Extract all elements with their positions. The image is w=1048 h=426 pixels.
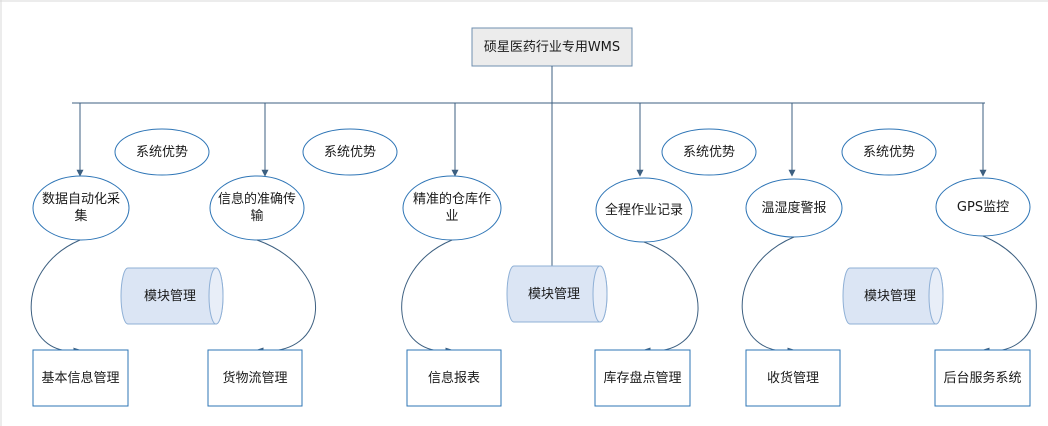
module-label-6: 后台服务系统 <box>943 370 1022 386</box>
module-label-4: 库存盘点管理 <box>603 370 682 386</box>
feature-label-3: 精准的仓库作业 <box>412 192 491 224</box>
module-box-2 <box>207 349 303 407</box>
module-label-1: 基本信息管理 <box>41 370 120 386</box>
module-tag-label-1: 模块管理 <box>143 288 196 304</box>
curve-arrow-2 <box>256 239 316 355</box>
advantage-ellipse-1 <box>114 128 210 176</box>
advantage-label-1: 系统优势 <box>135 144 188 160</box>
curve-arrow-4 <box>643 241 699 355</box>
advantage-label-2: 系统优势 <box>323 144 376 160</box>
module-tag-label-2: 模块管理 <box>527 286 580 302</box>
module-tag-cylinder-2 <box>506 265 608 323</box>
advantage-ellipse-3 <box>661 128 757 176</box>
module-tag-cylinder-3 <box>842 267 944 325</box>
feature-label-1: 数据自动化采集 <box>41 192 120 224</box>
module-box-5 <box>745 349 841 407</box>
feature-ellipse-1 <box>32 175 130 241</box>
advantage-ellipse-4 <box>841 128 937 176</box>
curve-arrow-6 <box>982 235 1037 355</box>
advantage-label-4: 系统优势 <box>862 144 915 160</box>
feature-label-2: 信息的准确传输 <box>217 192 296 224</box>
advantage-label-3: 系统优势 <box>682 144 735 160</box>
feature-label-6: GPS监控 <box>956 199 1010 215</box>
module-label-3: 信息报表 <box>427 370 480 386</box>
module-box-3 <box>406 349 502 407</box>
feature-label-4: 全程作业记录 <box>604 202 683 218</box>
module-box-6 <box>934 349 1031 407</box>
advantage-ellipse-2 <box>302 128 398 176</box>
root-node-box <box>471 27 633 67</box>
module-tag-cylinder-1 <box>120 267 224 325</box>
module-label-5: 收货管理 <box>766 370 819 386</box>
feature-label-5: 温湿度警报 <box>761 200 827 216</box>
curve-arrow-1 <box>30 239 81 355</box>
curve-arrow-3 <box>401 239 453 355</box>
module-label-2: 货物流管理 <box>222 370 288 386</box>
module-tag-label-3: 模块管理 <box>863 288 916 304</box>
root-node-label: 硕星医药行业专用WMS <box>483 39 621 55</box>
module-box-4 <box>594 349 691 407</box>
curve-arrow-5 <box>741 236 795 355</box>
module-box-1 <box>32 349 129 407</box>
